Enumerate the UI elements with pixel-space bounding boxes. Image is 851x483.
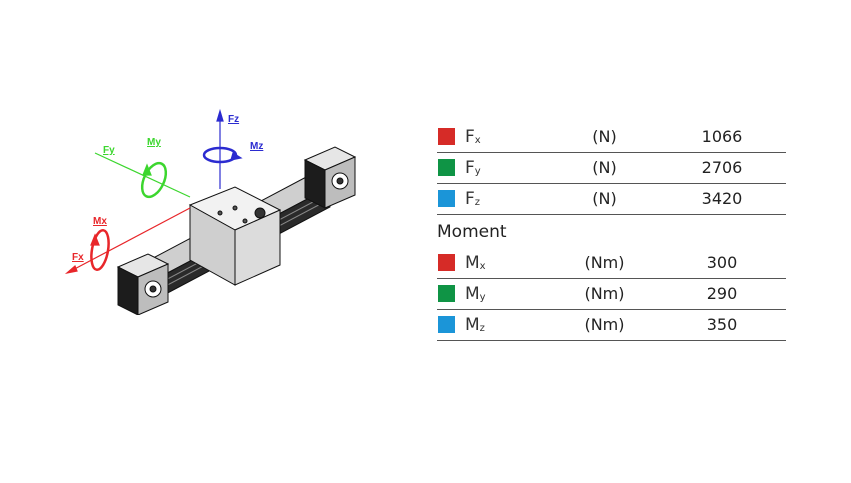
fx-label: Fx: [72, 252, 84, 263]
moment-title: Moment: [437, 222, 507, 242]
color-swatch: [438, 285, 455, 302]
unit: (N): [592, 158, 617, 177]
mx-label: Mx: [93, 216, 107, 227]
x-axis: [64, 207, 191, 275]
moment-row-y: My (Nm) 290: [437, 279, 786, 310]
fz-label: Fz: [228, 114, 239, 125]
symbol: Fz: [465, 189, 481, 209]
y-axis: [94, 152, 191, 199]
fy-label: Fy: [103, 145, 115, 156]
force-row-z: Fz (N) 3420: [437, 184, 786, 215]
symbol: Mx: [465, 253, 486, 273]
force-row-x: Fx (N) 1066: [437, 122, 786, 153]
value: 290: [706, 284, 738, 303]
symbol: Fx: [465, 127, 481, 147]
unit: (Nm): [584, 315, 625, 334]
value: 3420: [701, 189, 743, 208]
moment-row-x: Mx (Nm) 300: [437, 248, 786, 279]
symbol: My: [465, 284, 486, 304]
value: 350: [706, 315, 738, 334]
color-swatch: [438, 128, 455, 145]
unit: (Nm): [584, 284, 625, 303]
unit: (N): [592, 127, 617, 146]
left-motor: [116, 253, 170, 315]
unit: (Nm): [584, 253, 625, 272]
color-swatch: [438, 190, 455, 207]
carriage: [188, 186, 282, 286]
symbol: Fy: [465, 158, 481, 178]
right-motor: [303, 146, 357, 209]
force-row-y: Fy (N) 2706: [437, 153, 786, 184]
unit: (N): [592, 189, 617, 208]
symbol: Mz: [465, 315, 485, 335]
moment-row-z: Mz (Nm) 350: [437, 310, 786, 341]
mz-label: Mz: [250, 141, 263, 152]
color-swatch: [438, 254, 455, 271]
color-swatch: [438, 316, 455, 333]
value: 300: [706, 253, 738, 272]
color-swatch: [438, 159, 455, 176]
z-axis: [202, 108, 243, 189]
linear-actuator-diagram: Fz Mz Fy My Mx Fx: [64, 108, 357, 315]
my-label: My: [147, 137, 161, 148]
value: 2706: [701, 158, 743, 177]
value: 1066: [701, 127, 743, 146]
